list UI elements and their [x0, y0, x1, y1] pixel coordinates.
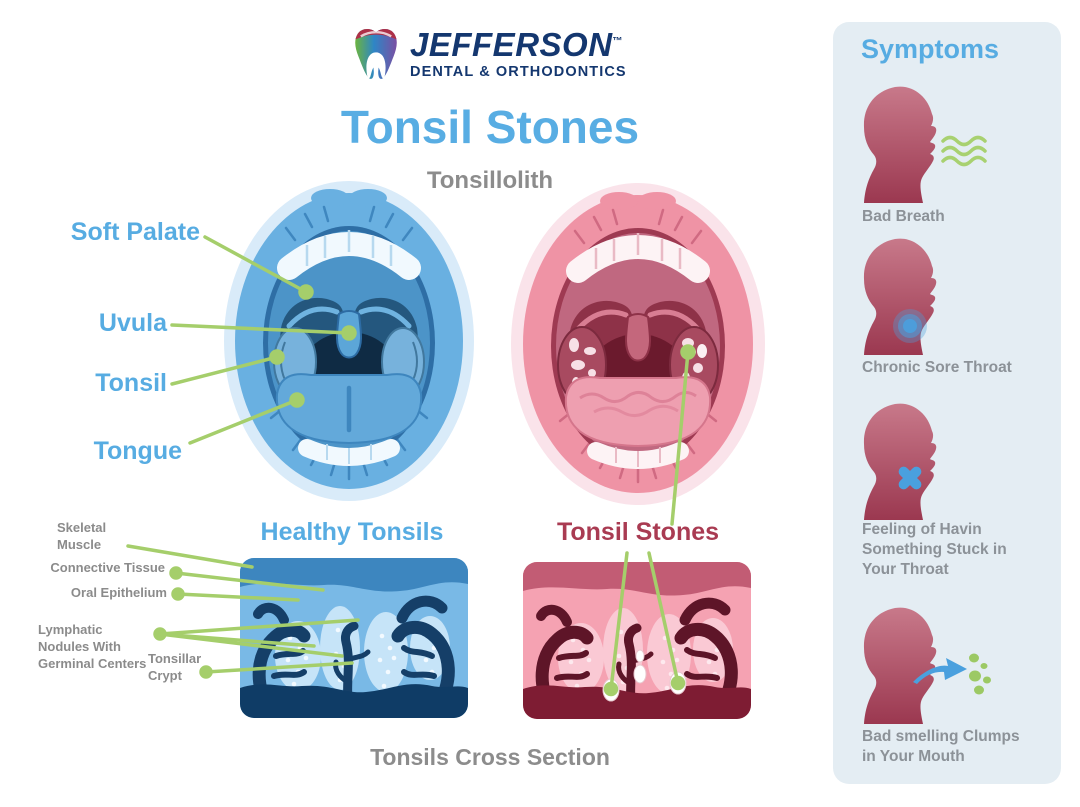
head-sore-throat-icon: [855, 237, 1005, 357]
clump-particles: [969, 653, 991, 695]
label-connective-tissue: Connective Tissue: [50, 560, 165, 575]
tonsil-stones-title: Tonsil Stones: [556, 518, 720, 546]
cross-section-caption: Tonsils Cross Section: [370, 744, 610, 770]
symptom-item-sore-throat: [855, 237, 1005, 357]
stones-mouth-illustration: [510, 182, 766, 506]
healthy-tonsils-title: Healthy Tonsils: [260, 518, 444, 546]
spit-arrow: [913, 658, 967, 684]
brand-tagline: DENTAL & ORTHODONTICS: [410, 64, 627, 81]
symptom-item-stuck: [855, 402, 1005, 522]
symptoms-title: Symptoms: [861, 34, 1000, 64]
brand-logo: JEFFERSON™ DENTAL & ORTHODONTICS: [352, 24, 672, 84]
label-uvula: Uvula: [98, 309, 167, 337]
symptom-item-bad-breath: [855, 85, 1005, 205]
uvula-shape: [625, 313, 651, 362]
tongue-shape: [564, 376, 712, 448]
healthy-mouth-illustration: [223, 180, 475, 502]
symptoms-panel: Symptoms Bad Breath: [833, 22, 1061, 784]
label-tonsil: Tonsil: [95, 369, 167, 397]
symptom-label-stuck: Feeling of Havin Something Stuck in Your…: [862, 521, 1007, 579]
symptom-item-clumps: [855, 606, 1005, 726]
label-oral-epithelium: Oral Epithelium: [70, 585, 167, 600]
stones-cross-section: [523, 562, 751, 719]
symptom-label-sore-throat: Chronic Sore Throat: [862, 359, 1012, 376]
breath-waves: [941, 135, 987, 167]
brand-name: JEFFERSON™: [410, 26, 624, 64]
healthy-cross-section: [240, 558, 468, 718]
head-clumps-icon: [855, 606, 1005, 726]
head-stuck-icon: [855, 402, 1005, 522]
brand-tm: ™: [612, 36, 624, 48]
lip-hatch-marks: [558, 208, 718, 484]
label-tongue: Tongue: [93, 437, 182, 465]
stuck-x-mark: [898, 466, 922, 490]
label-lymphatic-nodules: Lymphatic Nodules With Germinal Centers: [38, 622, 147, 671]
symptom-label-bad-breath: Bad Breath: [862, 208, 945, 225]
symptom-label-clumps: Bad smelling Clumps in Your Mouth: [862, 728, 1020, 766]
label-tonsillar-crypt: Tonsillar Crypt: [148, 651, 202, 683]
label-soft-palate: Soft Palate: [70, 218, 200, 246]
sore-throat-glow: [893, 309, 927, 343]
label-skeletal-muscle: Skeletal Muscle: [57, 520, 107, 552]
page-title: Tonsil Stones: [340, 101, 640, 153]
page-subtitle: Tonsillolith: [426, 167, 554, 194]
uvula-shape: [336, 310, 362, 359]
head-breath-icon: [855, 85, 1005, 205]
tooth-logo-icon: [352, 26, 400, 82]
